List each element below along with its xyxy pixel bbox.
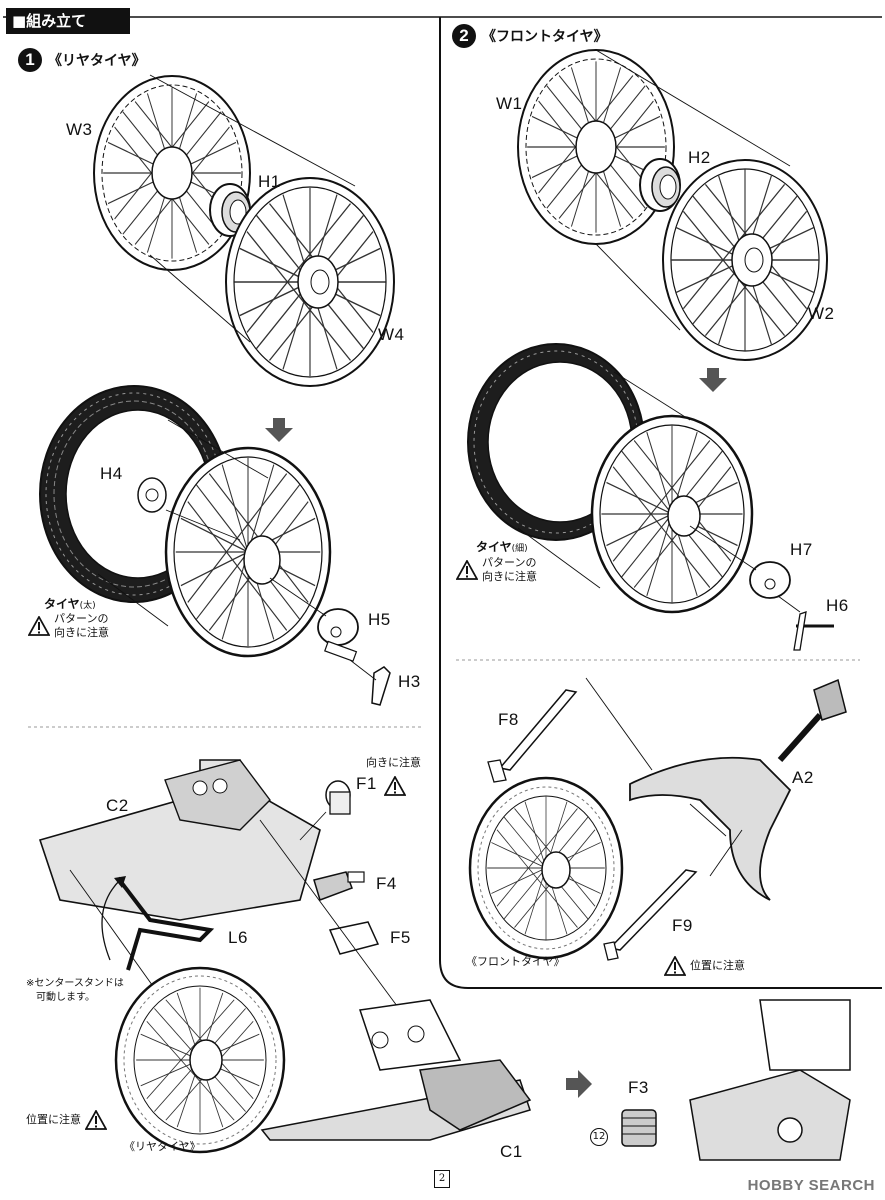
label-w4: W4 [378, 325, 405, 344]
bearing-h2 [639, 158, 681, 212]
label-w1: W1 [496, 94, 523, 113]
label-h5: H5 [368, 610, 391, 629]
warning-icon [664, 956, 686, 976]
watermark: HOBBY SEARCH [747, 1177, 875, 1194]
down-arrow-2 [699, 368, 727, 392]
rear-tire-caption: 《リヤタイヤ》 [124, 1140, 201, 1153]
part-f4 [313, 871, 365, 901]
down-arrow-1 [265, 418, 293, 442]
rear-tire-size: (太) [79, 601, 96, 611]
brake-plate-h7 [749, 561, 791, 599]
circled-number: 12 [590, 1128, 608, 1146]
label-f3: F3 [628, 1078, 649, 1097]
front-pattern-caution: パターンの 向きに注意 [456, 556, 537, 584]
guide-lines-1a [149, 74, 356, 343]
rear-tire-label: タイヤ [44, 597, 80, 611]
label-h4: H4 [100, 464, 123, 483]
stand-l6 [116, 876, 215, 971]
frame-c2 [38, 759, 321, 921]
step-2-title: 《フロントタイヤ》 [482, 29, 608, 45]
direction-caution-text: 向きに注意 [366, 756, 421, 769]
warning-icon [28, 616, 50, 636]
rear-position-text: 位置に注意 [26, 1113, 81, 1126]
guide-lines-2a [595, 49, 791, 331]
rear-pattern-caution: パターンの 向きに注意 [28, 612, 109, 640]
fork-f9 [603, 869, 698, 961]
right-arrow [566, 1070, 592, 1098]
rear-position-caution: 位置に注意 [26, 1110, 107, 1130]
engine-detail [689, 999, 851, 1161]
rear-pattern-line1: パターンの [54, 612, 109, 625]
rear-tire-note: タイヤ(太) [44, 597, 96, 613]
step2-frame [439, 17, 882, 989]
label-f5: F5 [390, 928, 411, 947]
cylinder-head-f3 [621, 1109, 657, 1147]
warning-icon [85, 1110, 107, 1130]
step-1-number: 1 [18, 48, 42, 72]
front-wheel-fork [468, 776, 624, 960]
brake-arm-h3 [371, 666, 391, 706]
front-position-caution: 位置に注意 [664, 956, 745, 976]
step-1-heading: 1 《リヤタイヤ》 [18, 48, 146, 72]
hub-part-h4 [137, 477, 167, 513]
step-2-number: 2 [452, 24, 476, 48]
pivot-arrow [101, 879, 121, 961]
brake-plate-h5 [317, 608, 359, 662]
guide-lines-2b [517, 371, 801, 613]
label-f4: F4 [376, 874, 397, 893]
rear-wheel-half-w4 [225, 177, 395, 387]
label-h3: H3 [398, 672, 421, 691]
front-wheel-half-w2 [662, 159, 828, 361]
fender-a2 [629, 678, 847, 901]
center-stand-line1: ※センタースタンドは [26, 978, 124, 989]
label-h7: H7 [790, 540, 813, 559]
guide-lines-2c [585, 677, 743, 877]
rear-wheel-half-w3 [93, 75, 251, 271]
rear-pattern-line2: 向きに注意 [54, 626, 109, 639]
label-w2: W2 [808, 304, 835, 323]
label-l6: L6 [228, 928, 248, 947]
label-a2: A2 [792, 768, 814, 787]
label-h6: H6 [826, 596, 849, 615]
front-tire-label: タイヤ [476, 540, 512, 554]
front-tire-caption: 《フロントタイヤ》 [466, 955, 565, 968]
label-c1: C1 [500, 1142, 523, 1161]
brake-rod-h6 [793, 611, 834, 651]
warning-icon [384, 776, 406, 796]
guide-lines-1b [97, 419, 377, 681]
front-pattern-line2: 向きに注意 [482, 570, 537, 583]
label-f8: F8 [498, 710, 519, 729]
center-stand-note: ※センタースタンドは 可動します。 [26, 977, 124, 1005]
center-stand-line2: 可動します。 [36, 992, 95, 1003]
front-tire-note: タイヤ(細) [476, 540, 528, 556]
front-wheel-half-w1 [517, 49, 675, 245]
page-number: 2 [434, 1170, 450, 1188]
label-c2: C2 [106, 796, 129, 815]
front-tire-size: (細) [511, 544, 528, 554]
warning-icon [456, 560, 478, 580]
part-f1 [325, 780, 351, 815]
fork-f8 [487, 689, 578, 783]
label-f1: F1 [356, 774, 377, 793]
part-f5 [328, 921, 380, 955]
label-h1: H1 [258, 172, 281, 191]
label-w3: W3 [66, 120, 93, 139]
step-2-heading: 2 《フロントタイヤ》 [452, 24, 608, 48]
section-title: ■組み立て [6, 8, 130, 34]
front-position-text: 位置に注意 [690, 959, 745, 972]
step-1-title: 《リヤタイヤ》 [48, 53, 146, 69]
label-f9: F9 [672, 916, 693, 935]
rear-wheel-assembled [164, 446, 332, 658]
front-wheel-assembled [590, 414, 754, 614]
engine-c1 [260, 999, 532, 1141]
label-h2: H2 [688, 148, 711, 167]
front-pattern-line1: パターンの [482, 556, 537, 569]
rear-wheel-final [114, 966, 286, 1154]
